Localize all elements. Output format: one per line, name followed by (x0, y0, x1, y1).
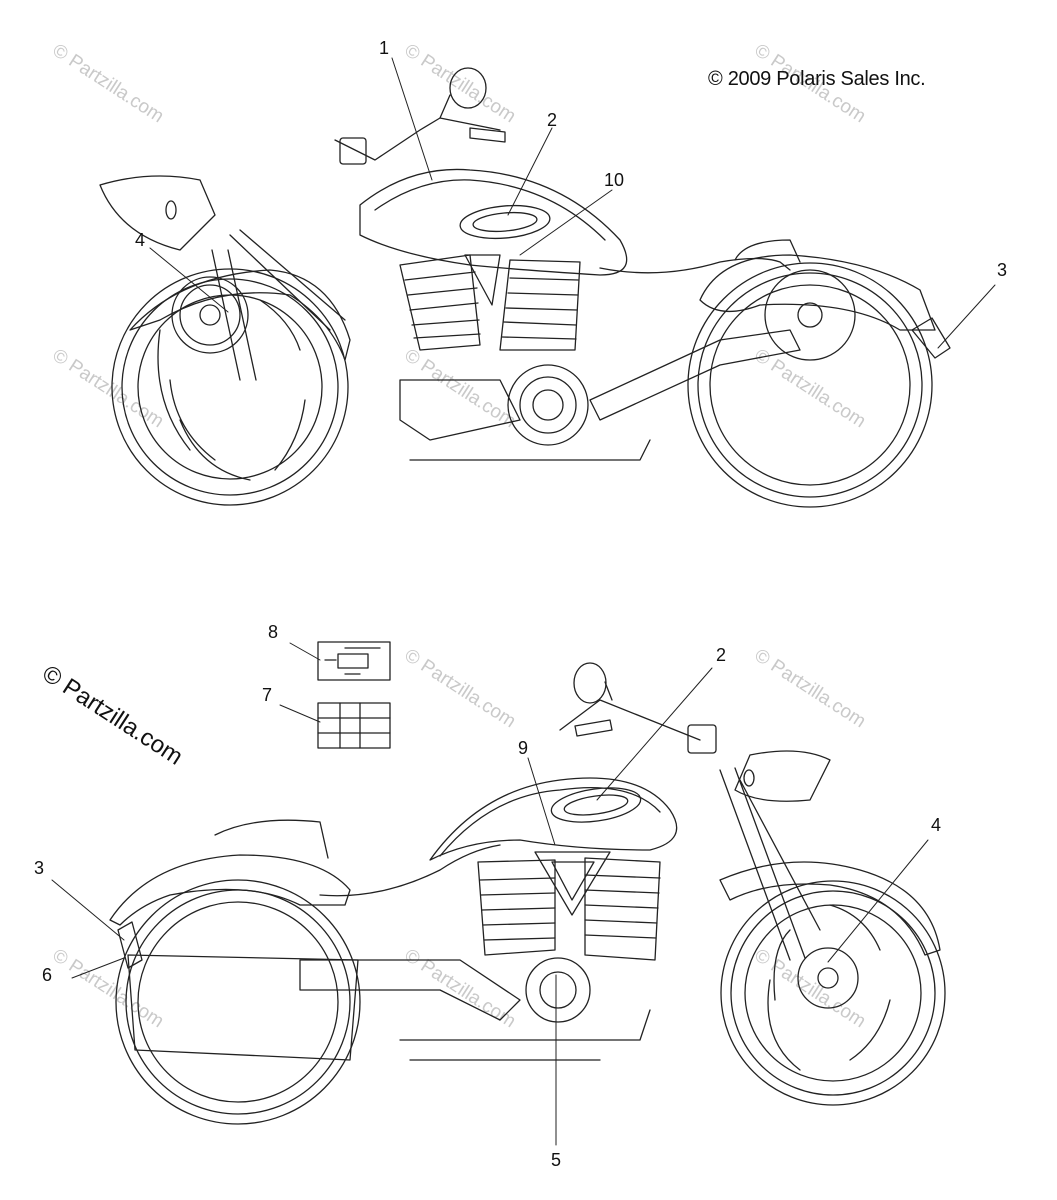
callout-top-1: 1 (379, 38, 390, 58)
front-wheel-icon (720, 880, 946, 1106)
callout-bottom-7: 7 (262, 685, 273, 705)
callout-top-10: 10 (604, 170, 625, 190)
callout-top-3: 3 (997, 260, 1008, 280)
callout-top-2: 2 (547, 110, 558, 130)
callout-bottom-5: 5 (551, 1150, 562, 1170)
callout-bottom-8: 8 (268, 622, 279, 642)
decal-8-icon (317, 641, 391, 681)
motorcycle-bottom-view (109, 662, 946, 1125)
leader-lines-bottom (51, 642, 929, 1146)
callout-bottom-3: 3 (34, 858, 45, 878)
engine-icon (399, 851, 661, 1061)
motorcycle-top-view (99, 67, 951, 508)
fuel-tank-icon (359, 168, 628, 276)
fuel-tank-icon (429, 777, 678, 861)
decal-7-icon (317, 702, 391, 749)
front-wheel-icon (111, 268, 349, 506)
callout-top-4: 4 (135, 230, 146, 250)
rear-wheel-icon (115, 879, 361, 1125)
callout-bottom-2: 2 (716, 645, 727, 665)
callout-bottom-6: 6 (42, 965, 53, 985)
callout-bottom-4: 4 (931, 815, 942, 835)
callout-bottom-9: 9 (518, 738, 529, 758)
engine-icon (399, 254, 651, 461)
copyright-notice: © 2009 Polaris Sales Inc. (708, 68, 926, 90)
rear-wheel-icon (687, 262, 933, 508)
leader-lines-top (149, 57, 996, 349)
